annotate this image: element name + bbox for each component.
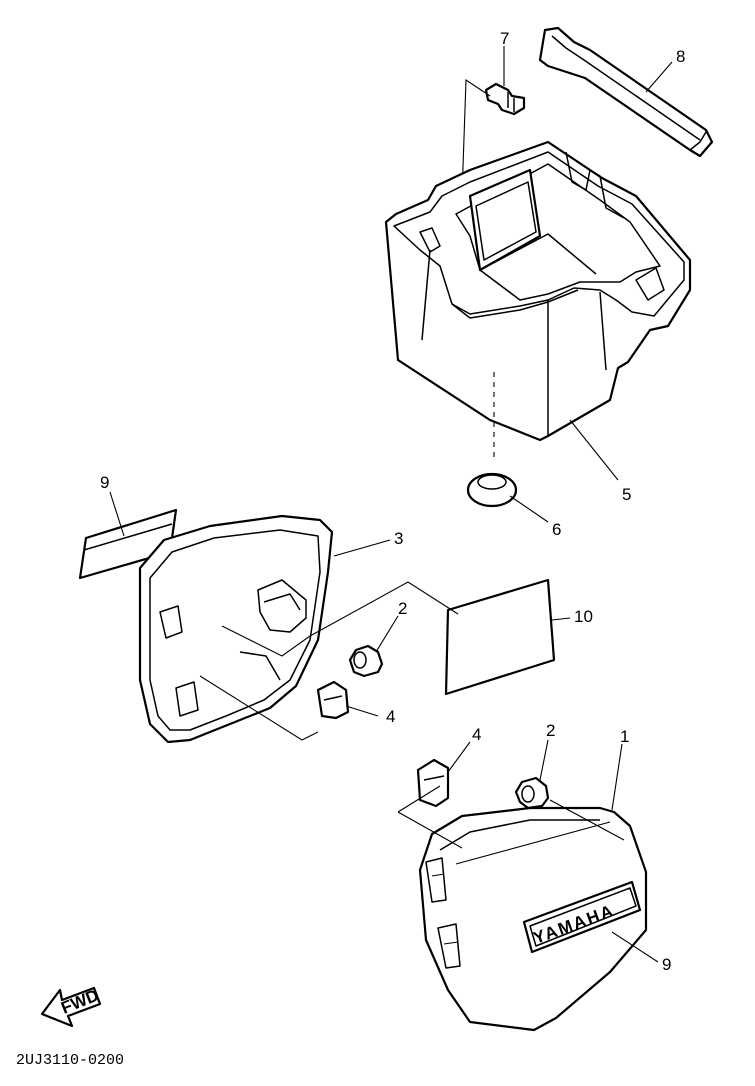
callout-2-upper: 2 bbox=[398, 599, 407, 618]
battery-box bbox=[384, 140, 692, 462]
fwd-label: FWD bbox=[58, 986, 101, 1018]
clip-lower bbox=[416, 758, 450, 808]
callout-10: 10 bbox=[574, 607, 593, 626]
bolt bbox=[484, 82, 526, 116]
pad-panel bbox=[444, 578, 556, 696]
diagram-code: 2UJ3110-0200 bbox=[16, 1052, 124, 1069]
damper-lower bbox=[514, 776, 550, 810]
leader-lines bbox=[109, 46, 673, 963]
callout-8: 8 bbox=[676, 47, 685, 66]
callout-7: 7 bbox=[500, 29, 509, 48]
damper-upper bbox=[348, 644, 384, 678]
callout-2-lower: 2 bbox=[546, 721, 555, 740]
callout-5: 5 bbox=[622, 485, 631, 504]
callout-4-lower: 4 bbox=[472, 725, 481, 744]
clip-upper bbox=[316, 680, 350, 720]
callout-9-lower: 9 bbox=[662, 955, 671, 974]
assembly-lines bbox=[199, 581, 625, 865]
callout-9-upper: 9 bbox=[100, 473, 109, 492]
callout-1: 1 bbox=[620, 727, 629, 746]
left-side-cover bbox=[138, 514, 334, 744]
right-side-cover: YAMAHA bbox=[418, 806, 648, 1032]
forward-arrow-icon: FWD bbox=[40, 986, 101, 1028]
battery-strap bbox=[538, 26, 714, 158]
callout-6: 6 bbox=[552, 520, 561, 539]
grommet bbox=[466, 472, 518, 508]
callout-3: 3 bbox=[394, 529, 403, 548]
callout-4-upper: 4 bbox=[386, 707, 395, 726]
